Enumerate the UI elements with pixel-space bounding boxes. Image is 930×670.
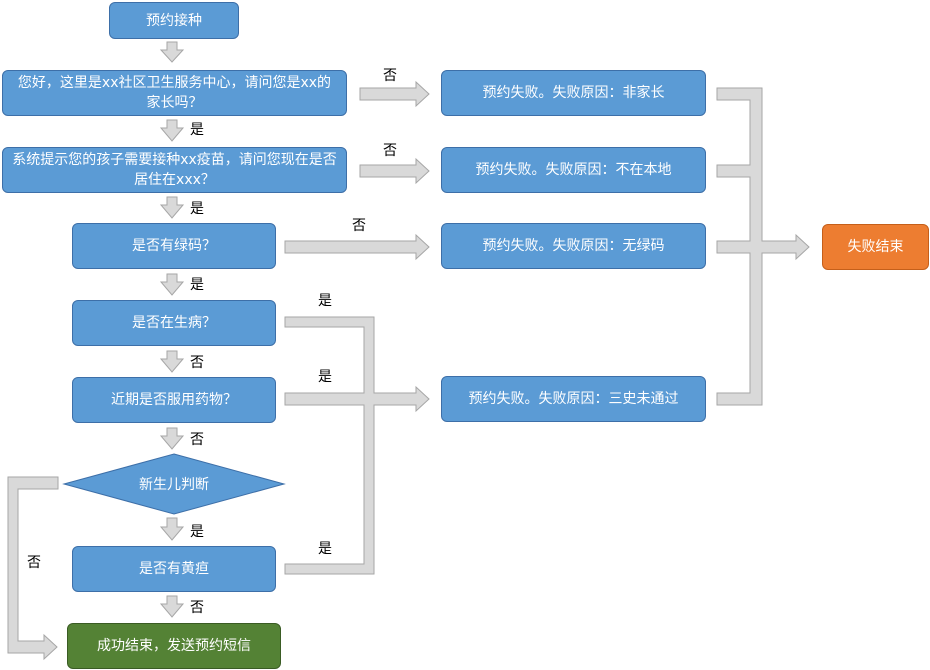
success-end-node: 成功结束，发送预约短信 (67, 623, 281, 669)
right-arrow-green-no (284, 233, 430, 261)
medication-question-node: 近期是否服用药物？ (72, 377, 276, 423)
label-sick-yes: 是 (318, 293, 332, 309)
fail-no-green-code-node: 预约失败。失败原因：无绿码 (441, 223, 706, 269)
down-arrow-green-to-sick (159, 273, 185, 296)
merge-connector-three-history (284, 316, 430, 575)
residence-question-node: 系统提示您的孩子需要接种xx疫苗，请问您现在是否居住在xxx？ (2, 147, 347, 193)
right-arrow-parent-no (359, 80, 430, 108)
label-green-no: 否 (352, 218, 366, 234)
down-arrow-parent-to-residence (159, 119, 185, 142)
start-node: 预约接种 (109, 2, 239, 39)
label-residence-no: 否 (383, 143, 397, 159)
fail-collector-connector (716, 87, 810, 406)
label-newborn-yes: 是 (190, 524, 204, 540)
green-code-question-node: 是否有绿码？ (72, 223, 276, 269)
label-residence-yes: 是 (190, 201, 204, 217)
down-arrow-newborn-to-jaundice (159, 517, 185, 541)
parent-question-node: 您好，这里是xx社区卫生服务中心，请问您是xx的家长吗？ (2, 70, 347, 116)
label-parent-yes: 是 (190, 122, 204, 138)
fail-three-history-node: 预约失败。失败原因：三史未通过 (441, 376, 706, 422)
sick-question-node: 是否在生病？ (72, 300, 276, 346)
fail-not-parent-node: 预约失败。失败原因：非家长 (441, 70, 706, 116)
jaundice-question-node: 是否有黄疸 (72, 546, 276, 592)
fail-end-node: 失败结束 (822, 224, 929, 270)
label-medication-yes: 是 (318, 369, 332, 385)
newborn-decision-diamond (62, 453, 286, 515)
label-sick-no: 否 (190, 355, 204, 371)
down-arrow-residence-to-green (159, 196, 185, 219)
label-medication-no: 否 (190, 432, 204, 448)
loop-connector-newborn-no (7, 476, 59, 661)
label-parent-no: 否 (383, 68, 397, 84)
down-arrow-jaundice-to-success (159, 595, 185, 618)
newborn-decision-label: 新生儿判断 (139, 477, 209, 493)
right-arrow-residence-no (359, 157, 430, 185)
label-jaundice-yes: 是 (318, 541, 332, 557)
label-jaundice-no: 否 (190, 600, 204, 616)
down-arrow-sick-to-medication (159, 350, 185, 373)
down-arrow-medication-to-newborn (159, 427, 185, 450)
fail-not-local-node: 预约失败。失败原因：不在本地 (441, 147, 706, 193)
down-arrow-start-to-parent (159, 41, 185, 63)
label-green-yes: 是 (190, 277, 204, 293)
label-newborn-no: 否 (27, 555, 41, 571)
